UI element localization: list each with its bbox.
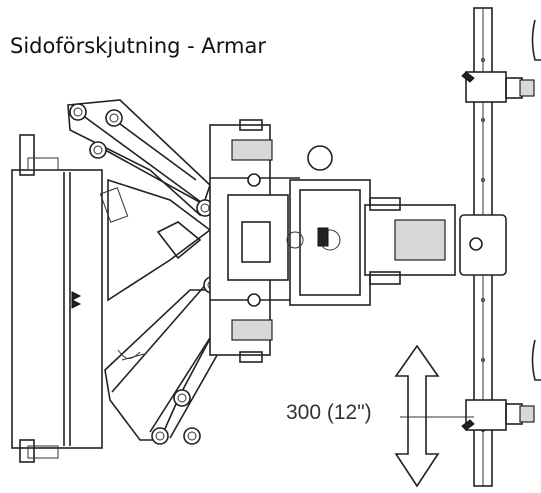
pivot-pin <box>105 109 123 127</box>
double-headed-vertical-arrow-icon <box>394 344 440 488</box>
pivot-pin <box>151 427 169 445</box>
pivot-pin <box>69 103 87 121</box>
pivot-pin <box>173 389 191 407</box>
center-carriage <box>209 119 300 363</box>
pivot-pin <box>183 427 201 445</box>
drive-motor-block <box>286 145 456 306</box>
mounting-frame <box>11 134 103 463</box>
pivot-pin <box>196 199 214 217</box>
manufacturer-logo-mark <box>70 291 82 309</box>
diagram-title: Sidoförskjutning - Armar <box>10 34 266 58</box>
vertical-blade-beam <box>459 7 541 487</box>
dimension-label: 300 (12") <box>286 401 372 424</box>
pivot-pin <box>89 141 107 159</box>
